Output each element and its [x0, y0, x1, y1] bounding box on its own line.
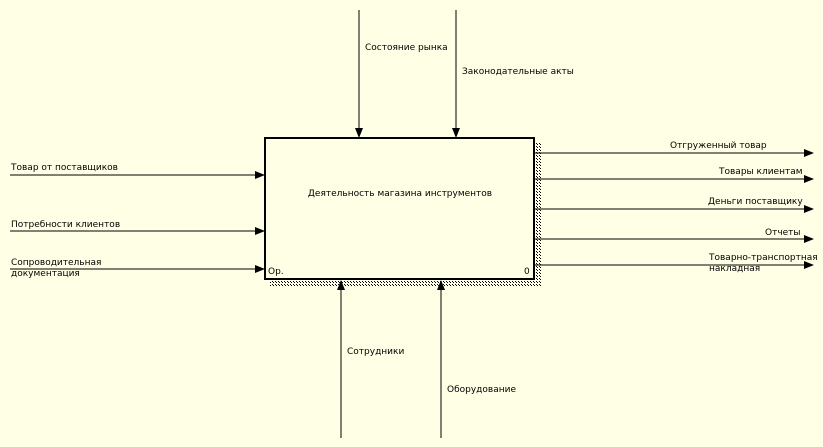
activity-box[interactable]: [264, 137, 535, 280]
label-control-market-state: Состояние рынка: [365, 43, 448, 53]
label-input-goods-from-suppliers: Товар от поставщиков: [11, 163, 118, 173]
label-output-shipped-goods: Отгруженный товар: [670, 141, 767, 151]
label-input-documentation: Сопроводительная документация: [11, 258, 102, 279]
label-control-legislation: Законодательные акты: [462, 67, 574, 77]
label-input-customer-needs: Потребности клиентов: [11, 220, 121, 230]
label-output-money-to-supplier: Деньги поставщику: [708, 197, 803, 207]
label-mechanism-equipment: Оборудование: [447, 385, 516, 395]
label-output-goods-to-customers: Товары клиентам: [719, 167, 803, 177]
label-output-reports: Отчеты: [765, 228, 801, 238]
activity-node-number: 0: [524, 267, 530, 277]
activity-corner-label: Ор.: [268, 267, 284, 277]
label-mechanism-staff: Сотрудники: [347, 347, 405, 357]
activity-title: Деятельность магазина инструментов: [307, 189, 493, 199]
label-output-waybill: Товарно-транспортная накладная: [709, 253, 818, 274]
